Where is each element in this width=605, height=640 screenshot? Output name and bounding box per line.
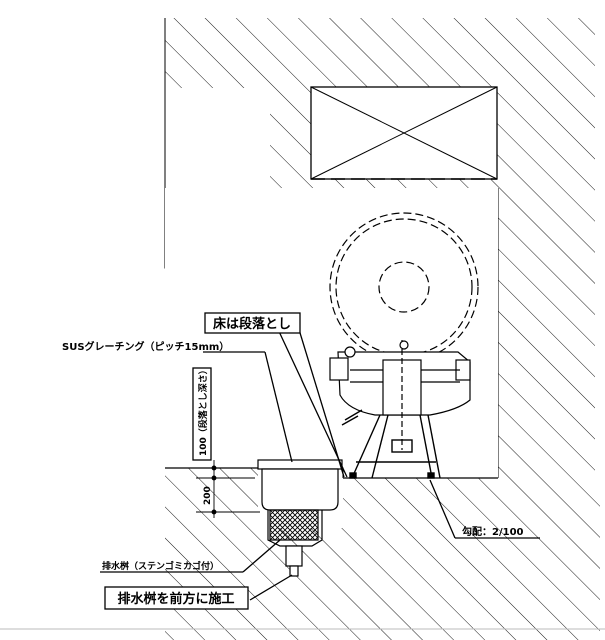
- leader-lines: [100, 322, 540, 601]
- floor-slab: [165, 467, 600, 640]
- drain-trap-label: 排水桝（ステンゴミカゴ付）: [102, 560, 219, 572]
- step-depth-label: 100（段落とし深さ）: [197, 365, 209, 456]
- cooking-kettle: [329, 340, 471, 450]
- kettle-drum: [329, 212, 479, 362]
- hood-box: [310, 86, 498, 180]
- grating-label: SUSグレーチング（ピッチ15mm）: [62, 340, 229, 353]
- slope-label: 勾配：2/100: [462, 525, 524, 538]
- step-depth-box: [192, 367, 212, 461]
- floor-step-box: [204, 312, 301, 334]
- kettle-stand: [341, 409, 441, 479]
- install-note-box: [104, 586, 249, 610]
- floor-step-label: 床は段落とし: [213, 316, 291, 332]
- drain-trap: [257, 459, 343, 577]
- install-note-label: 排水桝を前方に施工: [117, 591, 234, 607]
- dimension-lines: [196, 460, 260, 518]
- trap-height-label: 200: [203, 486, 213, 505]
